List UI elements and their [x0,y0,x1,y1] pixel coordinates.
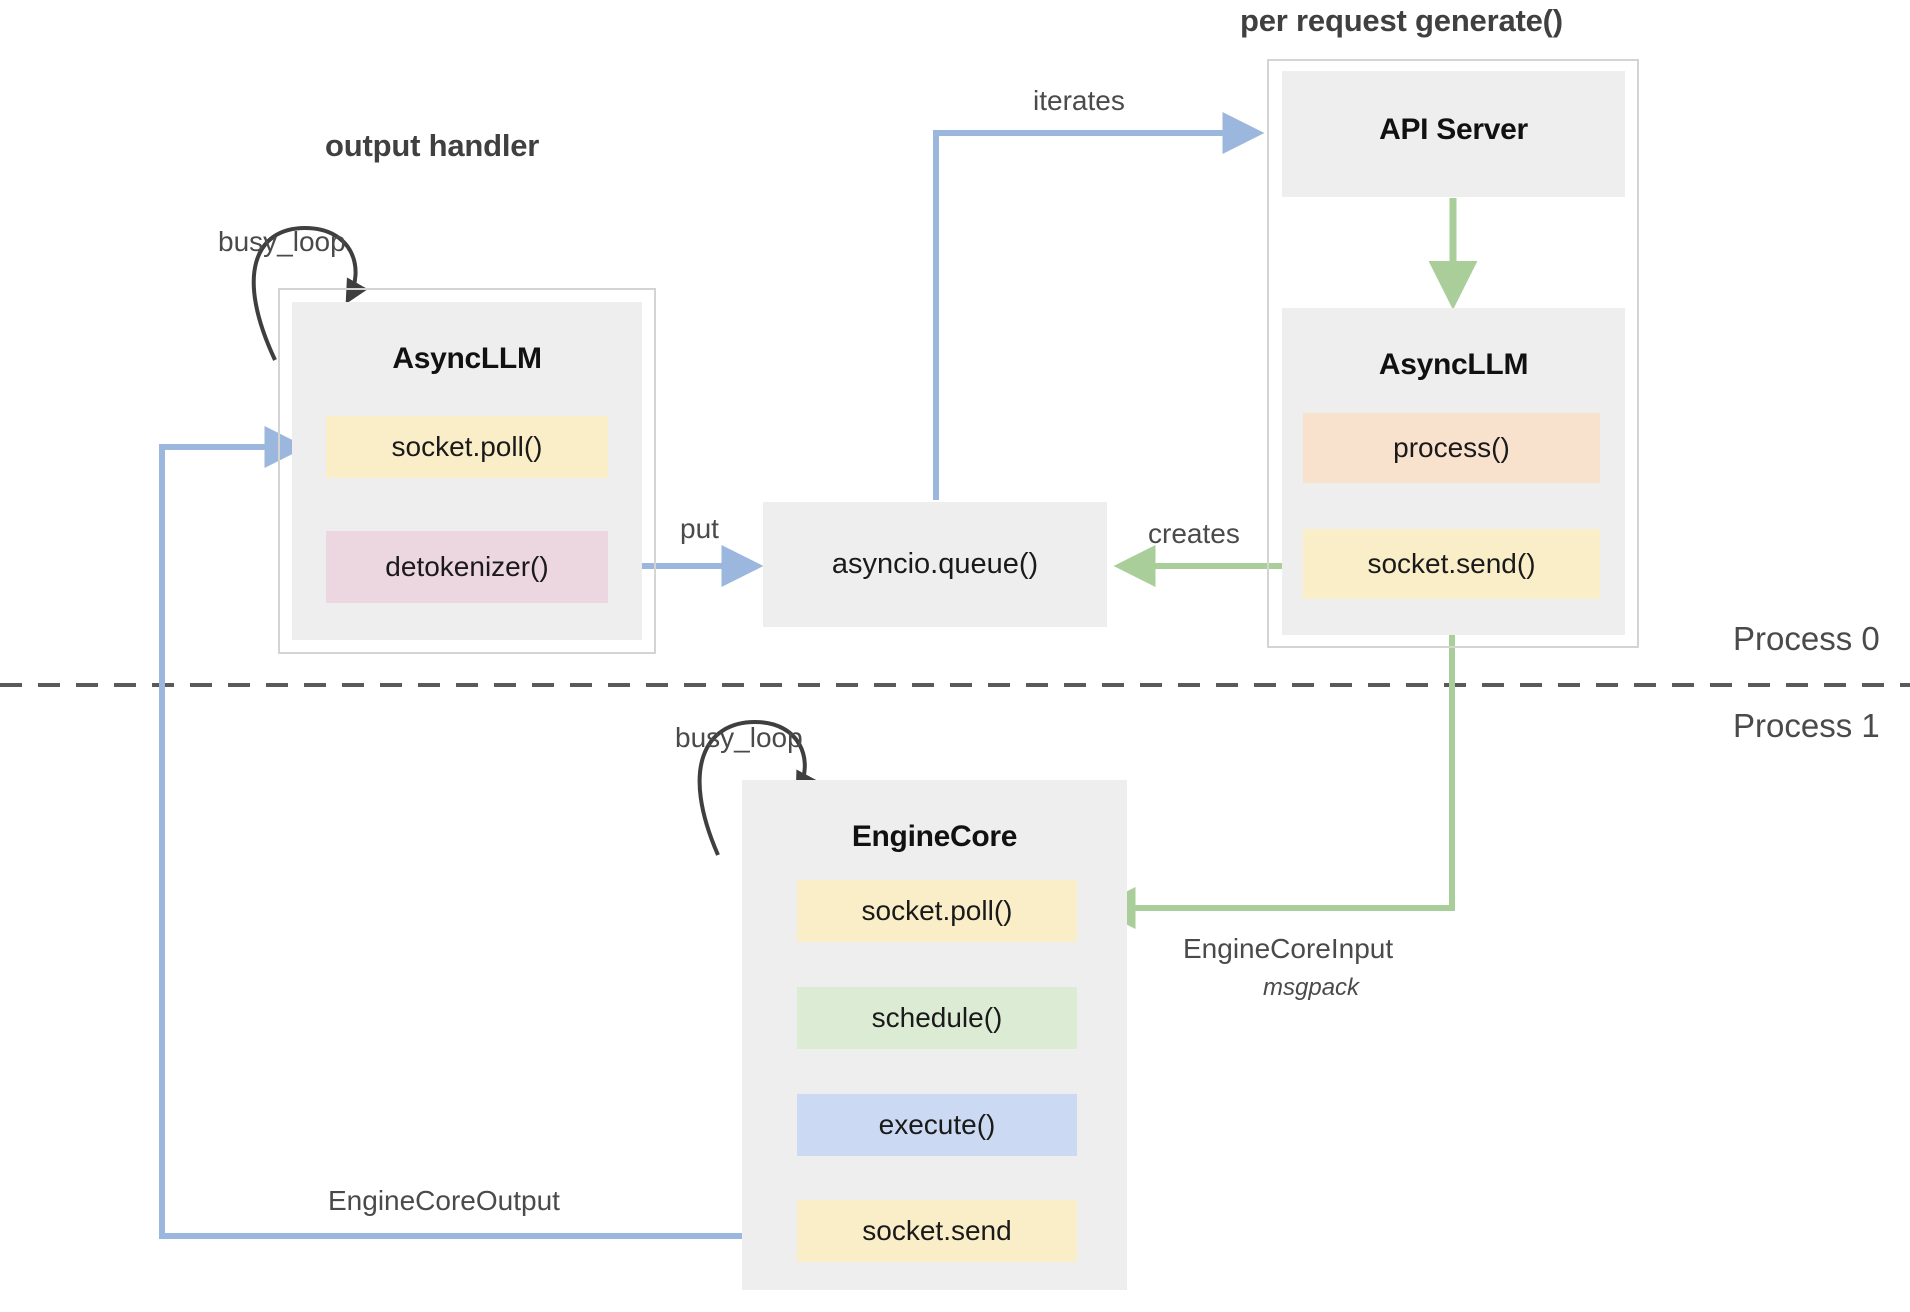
creates-edge-label: creates [1148,518,1240,549]
asyncio-queue-label: asyncio.queue() [831,548,1039,580]
put-edge-label: put [680,513,719,544]
slot-schedule[interactable]: schedule() [797,987,1077,1049]
asyncio-queue-node: asyncio.queue() [763,502,1107,627]
asyncllm-output-handler-title: AsyncLLM [392,342,542,375]
output-handler-group [278,288,656,654]
slot-socket-poll-engine-core[interactable]: socket.poll() [797,880,1077,942]
slot-process[interactable]: process() [1303,413,1600,483]
slot-detokenizer[interactable]: detokenizer() [326,531,608,603]
engine-core-title: EngineCore [851,820,1018,853]
per-request-generate-group [1267,59,1639,648]
process-0-label: Process 0 [1733,620,1880,657]
engine-core-output-label: EngineCoreOutput [328,1185,560,1216]
engine-core-input-label: EngineCoreInput [1183,933,1394,964]
api-server-node: API Server [1282,71,1625,197]
asyncllm-per-request-title: AsyncLLM [1378,348,1529,381]
output-handler-heading: output handler [325,128,540,163]
iterates-edge-label: iterates [1033,85,1125,116]
slot-execute[interactable]: execute() [797,1094,1077,1156]
slot-socket-send-asyncllm[interactable]: socket.send() [1303,529,1600,599]
busy-loop-label-engine-core: busy_loop [675,722,803,753]
process-1-label: Process 1 [1733,707,1880,744]
iterates-arrow [933,112,1265,500]
api-server-title: API Server [1379,113,1528,146]
slot-socket-send-engine-core[interactable]: socket.send [797,1200,1077,1262]
per-request-generate-heading: per request generate() [1240,3,1563,38]
slot-socket-poll-output-handler[interactable]: socket.poll() [326,416,608,478]
busy-loop-label-output-handler: busy_loop [218,226,346,257]
engine-core-input-sublabel: msgpack [1263,974,1360,1001]
